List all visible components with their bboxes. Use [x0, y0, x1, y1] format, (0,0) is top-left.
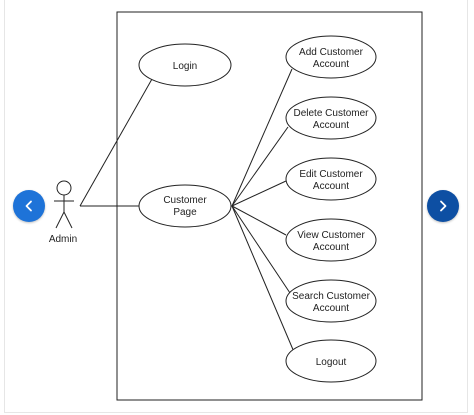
- carousel-prev-button[interactable]: [13, 190, 45, 222]
- use-case-search-line2: Account: [313, 303, 349, 314]
- chevron-right-icon: [440, 200, 447, 212]
- association-login: [79, 78, 153, 207]
- actor-label: Admin: [49, 234, 77, 245]
- association-logout: [231, 205, 295, 353]
- use-case-login: Login: [138, 43, 232, 87]
- association-search: [231, 205, 291, 294]
- association-edit: [231, 180, 287, 207]
- associations: [79, 68, 295, 353]
- use-case-view-line1: View Customer: [297, 230, 365, 241]
- actor-head: [56, 180, 72, 196]
- use-case-delete-line1: Delete Customer: [293, 108, 369, 119]
- chevron-left-icon: [25, 200, 32, 212]
- use-case-add-customer-account: Add Customer Account: [285, 35, 377, 79]
- use-case-view-line2: Account: [313, 242, 349, 253]
- use-case-edit-customer-account: Edit Customer Account: [285, 157, 377, 201]
- carousel-next-button[interactable]: [427, 190, 459, 222]
- use-case-search-customer-account: Search Customer Account: [285, 279, 377, 323]
- association-add: [231, 68, 293, 207]
- actor-right-leg: [63, 211, 73, 229]
- use-case-add-line1: Add Customer: [299, 47, 364, 58]
- use-case-logout: Logout: [285, 339, 377, 383]
- use-case-customer-page-line2: Page: [173, 207, 197, 218]
- use-case-edit-line2: Account: [313, 181, 349, 192]
- association-view: [231, 205, 287, 236]
- use-case-customer-page-line1: Customer: [163, 195, 207, 206]
- use-case-logout-label: Logout: [316, 357, 347, 368]
- actor-left-leg: [55, 211, 65, 229]
- use-case-login-label: Login: [173, 61, 197, 72]
- use-case-view-customer-account: View Customer Account: [285, 218, 377, 262]
- use-case-customer-page: Customer Page: [138, 184, 232, 228]
- use-case-delete-customer-account: Delete Customer Account: [285, 96, 377, 140]
- use-case-edit-line1: Edit Customer: [299, 169, 363, 180]
- use-case-delete-line2: Account: [313, 120, 349, 131]
- association-delete: [231, 126, 289, 207]
- use-case-search-line1: Search Customer: [292, 291, 370, 302]
- actor-admin: [54, 180, 74, 229]
- use-case-add-line2: Account: [313, 59, 349, 70]
